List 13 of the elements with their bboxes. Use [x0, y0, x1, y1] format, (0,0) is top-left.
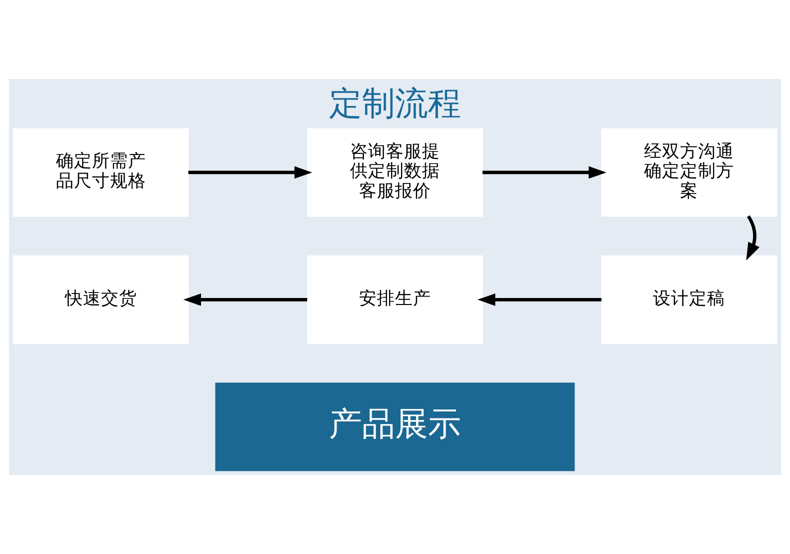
- node-box: 安排生产: [307, 255, 483, 344]
- arrow: [183, 293, 308, 306]
- node-box: 快速交货: [12, 255, 189, 344]
- arrow: [188, 166, 312, 179]
- arrow: [746, 215, 760, 260]
- node-box: 经双方沟通确定定制方案: [601, 128, 778, 217]
- node-box: 咨询客服提供定制数据客服报价: [307, 128, 483, 217]
- node-box: 确定所需产品尺寸规格: [12, 128, 189, 217]
- diagram-title: 定制流程: [329, 83, 461, 122]
- arrow: [482, 166, 606, 179]
- arrow: [478, 293, 602, 306]
- node-box: 设计定稿: [601, 255, 778, 344]
- node-box: 产品展示: [215, 382, 575, 472]
